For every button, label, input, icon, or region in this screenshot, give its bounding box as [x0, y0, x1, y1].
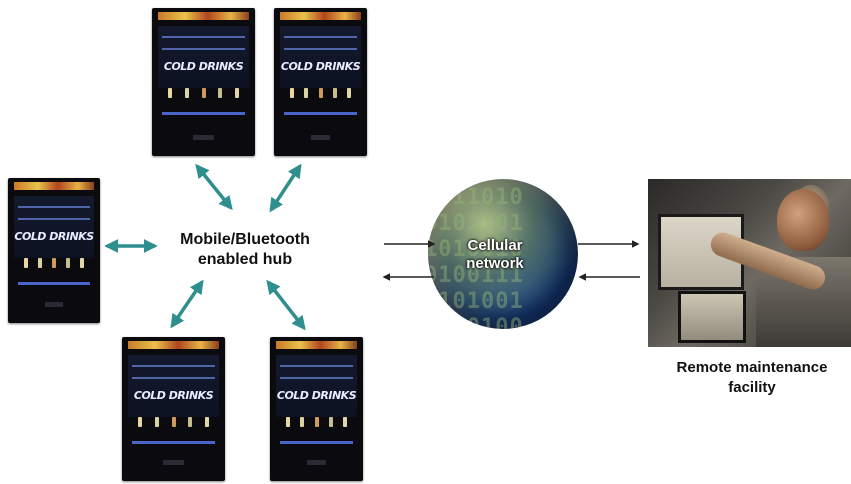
binary-pattern: 1011010 0101101 1010010 0100111 1101001 …: [428, 185, 524, 329]
hub-label: Mobile/Bluetooth enabled hub: [160, 230, 330, 270]
vending-machine-bottom-left: COLD DRINKS: [122, 337, 225, 481]
link-arrow-bottom-right: [266, 279, 306, 331]
machine-brand-text: COLD DRINKS: [133, 389, 214, 402]
monitor: [678, 291, 746, 343]
selection-buttons: [290, 88, 351, 98]
vending-machine-left: COLD DRINKS: [8, 178, 100, 323]
cellular-network-globe: 1011010 0101101 1010010 0100111 1101001 …: [428, 179, 578, 329]
bluetooth-link-arrows: [104, 163, 306, 331]
machine-brand-text: COLD DRINKS: [276, 389, 357, 402]
selection-buttons: [24, 258, 84, 268]
network-label-line1: Cellular: [467, 237, 523, 254]
selection-buttons: [286, 417, 347, 427]
link-arrow-top-left: [195, 163, 233, 211]
vending-machine-top-left: COLD DRINKS: [152, 8, 255, 156]
network-label: Cellular network: [450, 237, 540, 273]
cellular-data-arrows: [382, 240, 640, 281]
vending-machine-top-right: COLD DRINKS: [274, 8, 367, 156]
hub-label-line2: enabled hub: [197, 251, 293, 268]
machine-brand-text: COLD DRINKS: [14, 230, 94, 243]
monitor: [658, 214, 744, 290]
link-arrow-top-right: [269, 163, 302, 213]
network-label-line2: network: [466, 255, 524, 272]
facility-label-line1: Remote maintenance: [676, 359, 828, 376]
hub-label-line1: Mobile/Bluetooth: [180, 231, 310, 248]
machine-brand-text: COLD DRINKS: [280, 60, 361, 73]
vending-machine-bottom-right: COLD DRINKS: [270, 337, 363, 481]
link-arrow-bottom-left: [170, 279, 204, 329]
selection-buttons: [138, 417, 209, 427]
remote-facility-photo: [648, 179, 851, 347]
technician-head: [777, 189, 829, 251]
selection-buttons: [168, 88, 239, 98]
facility-label-line2: facility: [728, 379, 776, 396]
machine-brand-text: COLD DRINKS: [163, 60, 244, 73]
facility-label: Remote maintenance facility: [657, 358, 847, 398]
